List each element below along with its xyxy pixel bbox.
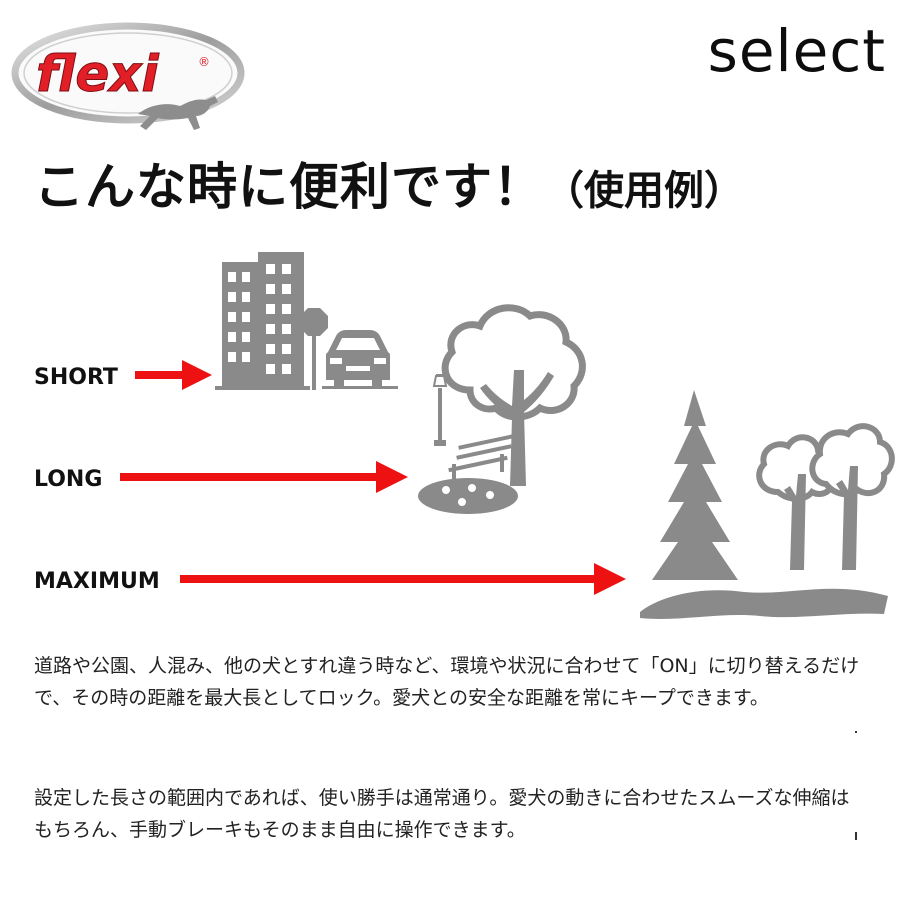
level-label-short: SHORT [34,365,118,390]
flexi-logo: flexi ® [11,22,245,130]
level-label-long: LONG [34,467,102,492]
city-building-icon [215,252,310,390]
level-label-maximum: MAXIMUM [34,569,160,594]
headline-sub: （使用例） [544,168,744,214]
park-tree-icon [441,304,586,486]
flower-bed-icon [418,478,518,514]
arrow-maximum [180,563,626,595]
stray-mark [855,832,857,840]
description-paragraph-1: 道路や公園、人混み、他の犬とすれ違う時など、環境や状況に合わせて「ON」に切り替… [34,655,860,709]
page-title: こんな時に便利です！（使用例） [34,160,744,215]
registered-mark: ® [198,55,210,69]
arrow-short [135,360,212,390]
headline-main: こんな時に便利です！ [34,158,544,216]
street-lamp-icon [432,374,448,446]
usage-illustration: SHORT LO [34,252,895,619]
arrow-long [120,461,408,493]
stray-mark [855,731,857,733]
forest-icon [640,390,895,619]
product-name: select [707,17,886,85]
running-dog-icon [138,96,218,130]
car-icon [322,330,398,389]
bench-icon [448,434,514,480]
description-paragraph-2: 設定した長さの範囲内であれば、使い勝手は通常通り。愛犬の動きに合わせたスムーズな… [34,787,850,841]
logo-wordmark: flexi [36,45,160,103]
stop-sign-icon [300,308,328,390]
